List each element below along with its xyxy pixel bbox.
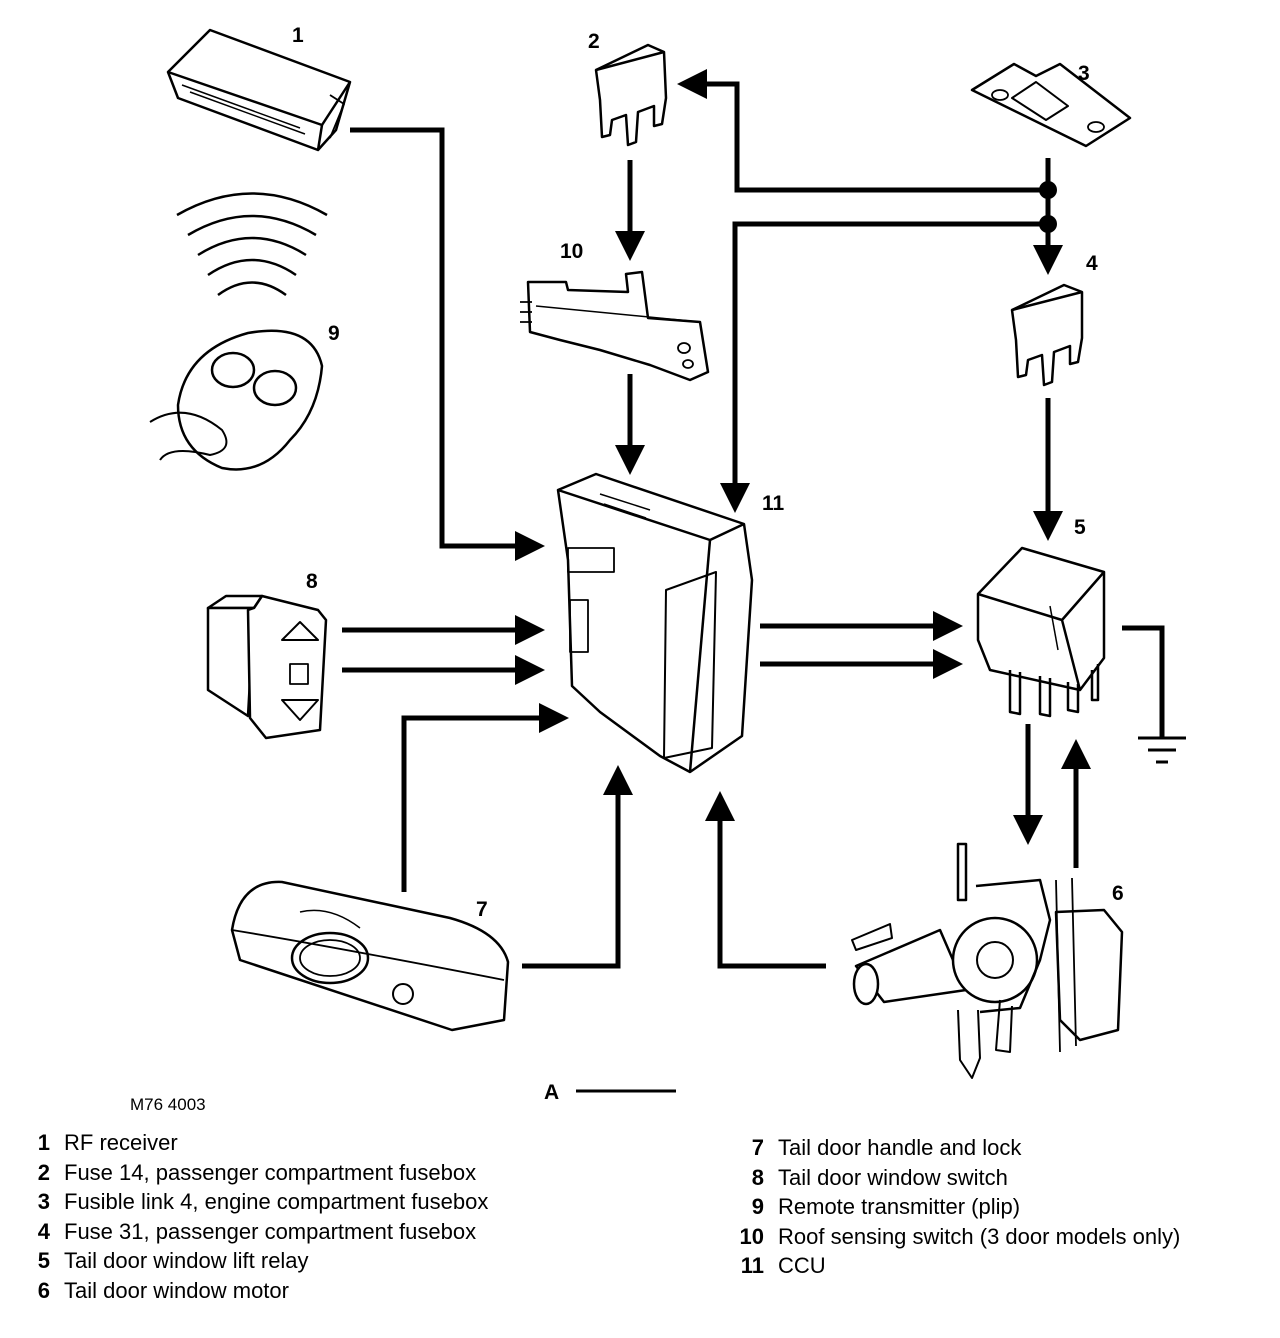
roof-sensing-switch-component: [520, 270, 710, 382]
wire-handle-to-ccu-1: [401, 703, 569, 892]
callout-6: 6: [1112, 882, 1124, 905]
wire-motor-to-ccu: [705, 791, 826, 969]
rf-receiver-component: [166, 28, 352, 152]
connection-lines: [342, 69, 1165, 969]
figure-reference-code: M76 4003: [130, 1095, 206, 1114]
ground-symbol: [1138, 736, 1186, 764]
fuse-31-component: [1010, 283, 1084, 387]
wire-junction-to-fuse-14: [677, 69, 1048, 193]
callout-7: 7: [476, 898, 488, 921]
callout-10: 10: [560, 240, 583, 263]
wire-junction-to-ccu: [720, 221, 1048, 513]
ccu-component: [556, 472, 754, 774]
callout-1: 1: [292, 24, 304, 47]
callout-9: 9: [328, 322, 340, 345]
fusible-link-4-component: [970, 62, 1132, 148]
radio-waves: [176, 192, 328, 297]
callout-3: 3: [1078, 62, 1090, 85]
window-motor-component: [851, 842, 1124, 1079]
callout-11: 11: [762, 492, 785, 515]
callout-2: 2: [588, 30, 600, 53]
callout-8: 8: [306, 570, 318, 593]
tail-door-window-switch-component: [206, 594, 328, 740]
junction-dot-upper: [1039, 181, 1057, 199]
callout-5: 5: [1074, 516, 1086, 539]
remote-transmitter-component: [149, 329, 324, 471]
wire-rf-receiver-to-ccu: [350, 127, 545, 561]
window-lift-relay-component: [976, 546, 1106, 718]
view-a-label: A: [544, 1081, 559, 1104]
wire-relay-to-ground: [1122, 625, 1165, 738]
tail-door-handle-component: [230, 880, 510, 1032]
fuse-14-component: [594, 43, 668, 147]
callout-4: 4: [1086, 252, 1098, 275]
wire-handle-to-ccu-2: [522, 765, 633, 969]
junction-dot-lower: [1039, 215, 1057, 233]
